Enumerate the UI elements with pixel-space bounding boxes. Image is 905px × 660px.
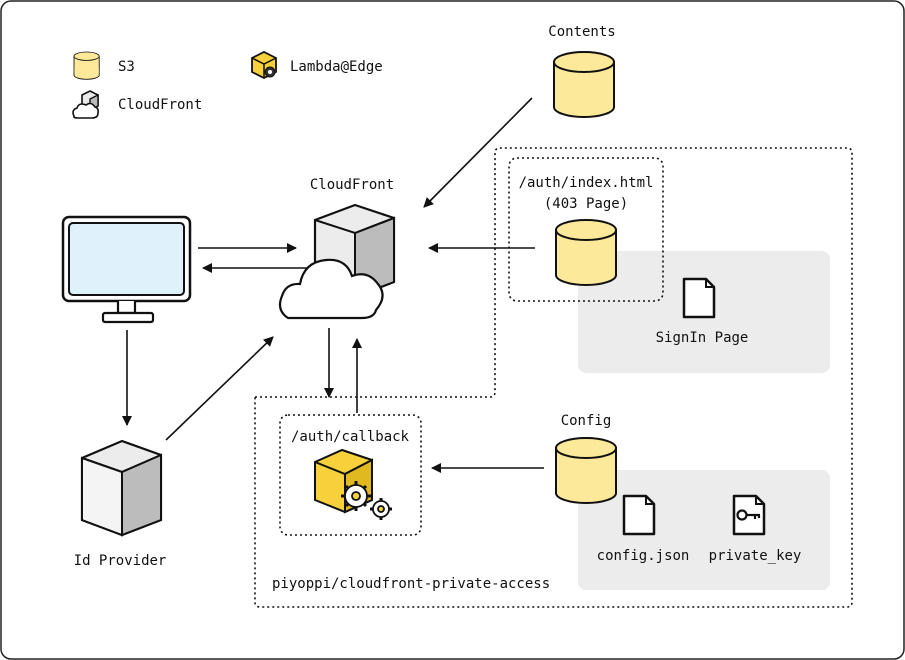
contents-label: Contents (548, 24, 615, 40)
private-key-doc-icon (732, 494, 766, 536)
arrow-idp-to-cloudfront (165, 336, 274, 441)
lambda-edge-icon (314, 448, 392, 520)
auth-callback-box (279, 414, 422, 536)
s3-legend-icon (73, 51, 100, 80)
config-json-doc-icon (622, 494, 656, 536)
auth-index-s3-icon (555, 219, 617, 286)
cloudfront-legend-icon (72, 90, 99, 119)
auth-index-sublabel: (403 Page) (544, 196, 628, 212)
client-monitor-icon (61, 215, 192, 324)
auth-index-label: /auth/index.html (519, 175, 654, 191)
legend-s3-label: S3 (118, 59, 135, 75)
config-s3-icon (555, 437, 617, 504)
id-provider-label: Id Provider (74, 553, 167, 569)
connectors (122, 97, 544, 473)
auth-callback-label: /auth/callback (291, 429, 410, 445)
repo-label: piyoppi/cloudfront-private-access (272, 576, 550, 592)
arrow-contents-to-cloudfront (423, 97, 533, 208)
private-key-label: private_key (709, 548, 802, 564)
legend-lambda-label: Lambda@Edge (290, 59, 383, 75)
cloudfront-label: CloudFront (310, 177, 394, 193)
signin-page-label: SignIn Page (656, 330, 749, 346)
config-json-label: config.json (597, 548, 690, 564)
cloudfront-icon (278, 203, 396, 320)
lambda-legend-icon (251, 50, 277, 80)
signin-page-doc-icon (682, 277, 716, 319)
contents-s3-icon (553, 51, 615, 118)
id-provider-icon (80, 439, 163, 537)
private-access-group (254, 147, 853, 608)
config-label: Config (561, 413, 612, 429)
legend-cloudfront-label: CloudFront (118, 97, 202, 113)
legend: S3 Lambda@Edge CloudFront (72, 50, 383, 119)
